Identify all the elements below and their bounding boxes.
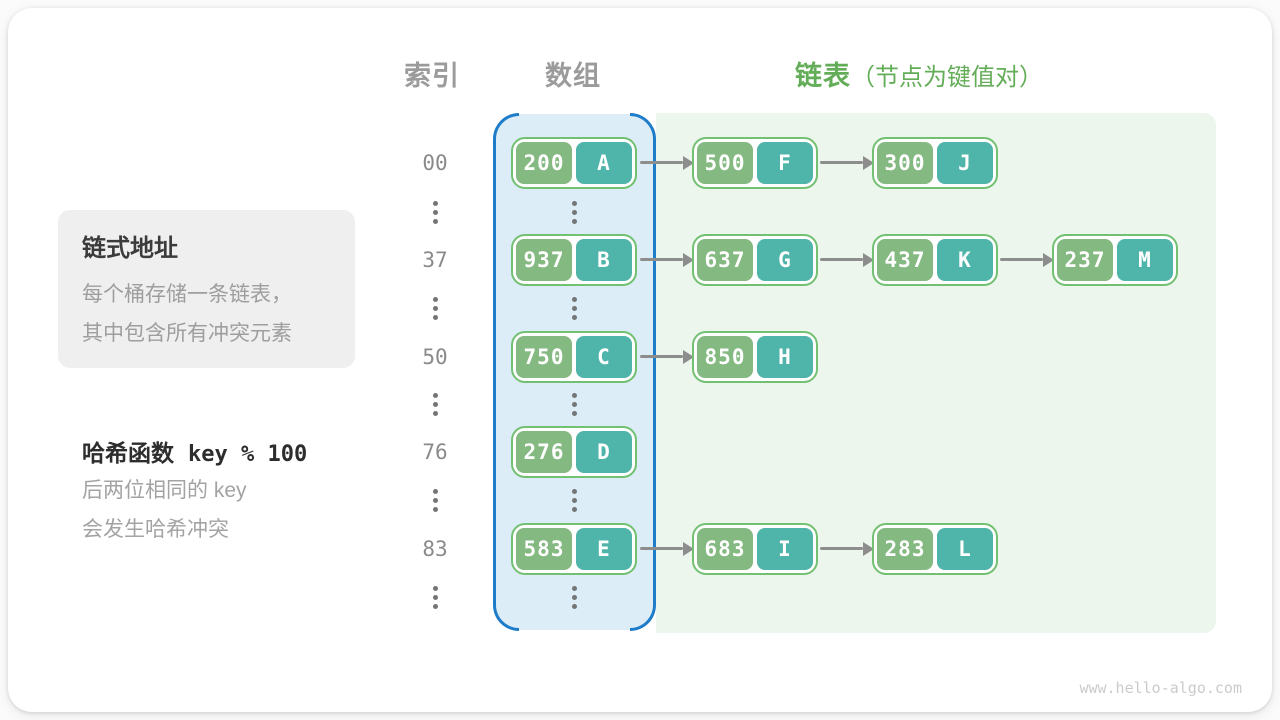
node-key: 850 [697, 336, 753, 378]
list-header-note: （节点为键值对） [851, 64, 1043, 91]
chain-node: 850 H [692, 331, 818, 383]
index-column-header: 索引 [404, 61, 460, 91]
hash-function-formula: key % 100 [188, 442, 308, 467]
bucket-node: 583 E [511, 523, 637, 575]
ellipsis-dots-icon [403, 393, 467, 416]
node-value: L [937, 528, 993, 570]
watermark: www.hello-algo.com [1079, 679, 1242, 697]
arrow-right-icon [640, 155, 694, 170]
bucket-node: 200 A [511, 137, 637, 189]
info-box-title: 链式地址 [82, 235, 178, 262]
node-value: H [757, 336, 813, 378]
hash-note-line: 后两位相同的 key [82, 479, 247, 502]
node-value: M [1117, 239, 1173, 281]
index-label: 00 [422, 151, 448, 175]
list-column-header: 链表（节点为键值对） [795, 54, 1043, 93]
hash-function-title: 哈希函数 key % 100 [82, 434, 307, 468]
bucket-node: 276 D [511, 426, 637, 478]
ellipsis-dots-icon [542, 586, 606, 609]
ellipsis-dots-icon [403, 489, 467, 512]
hash-function-label: 哈希函数 [82, 440, 174, 466]
info-box-line: 每个桶存储一条链表， [82, 283, 292, 306]
arrow-right-icon [640, 541, 694, 556]
arrow-right-icon [640, 349, 694, 364]
ellipsis-dots-icon [542, 297, 606, 320]
node-value: E [576, 528, 632, 570]
arrow-right-icon [820, 541, 874, 556]
node-key: 283 [877, 528, 933, 570]
chain-node: 683 I [692, 523, 818, 575]
chain-node: 500 F [692, 137, 818, 189]
bucket-node: 937 B [511, 234, 637, 286]
node-key: 583 [516, 528, 572, 570]
index-label: 83 [422, 537, 448, 561]
node-value: J [937, 142, 993, 184]
node-key: 237 [1057, 239, 1113, 281]
ellipsis-dots-icon [403, 586, 467, 609]
node-key: 200 [516, 142, 572, 184]
node-key: 437 [877, 239, 933, 281]
chain-node: 300 J [872, 137, 998, 189]
info-box-line: 其中包含所有冲突元素 [82, 322, 292, 345]
list-header-label: 链表 [795, 61, 851, 91]
arrow-right-icon [640, 252, 694, 267]
index-label: 37 [422, 248, 448, 272]
ellipsis-dots-icon [542, 201, 606, 224]
bucket-node: 750 C [511, 331, 637, 383]
node-value: D [576, 431, 632, 473]
node-key: 937 [516, 239, 572, 281]
ellipsis-dots-icon [403, 297, 467, 320]
ellipsis-dots-icon [542, 393, 606, 416]
array-column-header: 数组 [545, 61, 601, 91]
node-value: I [757, 528, 813, 570]
hash-note-line: 会发生哈希冲突 [82, 518, 229, 541]
node-key: 750 [516, 336, 572, 378]
chaining-info-box: 链式地址 每个桶存储一条链表， 其中包含所有冲突元素 [58, 210, 355, 368]
arrow-right-icon [820, 252, 874, 267]
chain-node: 283 L [872, 523, 998, 575]
node-value: A [576, 142, 632, 184]
arrow-right-icon [820, 155, 874, 170]
node-key: 683 [697, 528, 753, 570]
node-value: K [937, 239, 993, 281]
ellipsis-dots-icon [403, 201, 467, 224]
index-label: 50 [422, 345, 448, 369]
chain-node: 637 G [692, 234, 818, 286]
index-label: 76 [422, 440, 448, 464]
node-value: F [757, 142, 813, 184]
node-key: 637 [697, 239, 753, 281]
ellipsis-dots-icon [542, 489, 606, 512]
arrow-right-icon [1000, 252, 1054, 267]
node-value: G [757, 239, 813, 281]
node-value: B [576, 239, 632, 281]
chain-node: 437 K [872, 234, 998, 286]
node-key: 276 [516, 431, 572, 473]
node-key: 300 [877, 142, 933, 184]
node-value: C [576, 336, 632, 378]
node-key: 500 [697, 142, 753, 184]
chain-node: 237 M [1052, 234, 1178, 286]
